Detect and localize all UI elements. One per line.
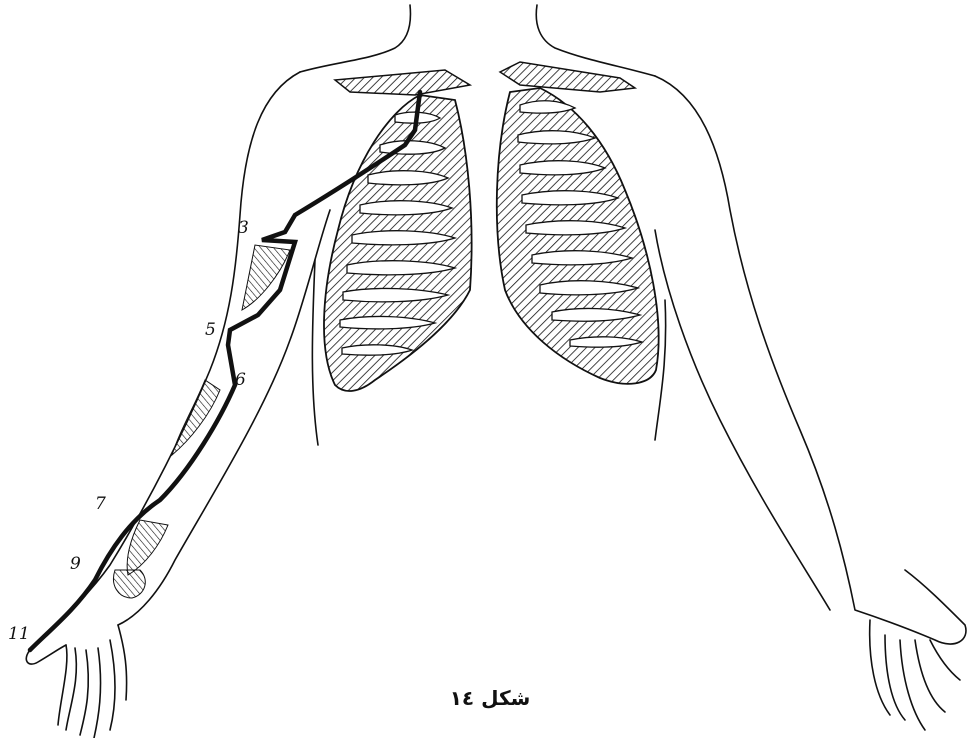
figure-subcaption <box>450 726 530 738</box>
clavicles <box>335 62 635 95</box>
figure-caption: شكل ١٤ <box>440 686 540 710</box>
right-lung <box>497 88 659 384</box>
point-label-3: 3 <box>238 220 249 237</box>
point-label-6: 6 <box>235 372 246 389</box>
point-label-9: 9 <box>70 556 81 573</box>
point-label-11: 11 <box>8 626 30 643</box>
point-label-5: 5 <box>205 322 216 339</box>
left-lung <box>324 95 472 391</box>
arm-muscle-patches <box>114 245 290 598</box>
body-outline <box>26 5 966 738</box>
point-label-7: 7 <box>95 496 106 513</box>
